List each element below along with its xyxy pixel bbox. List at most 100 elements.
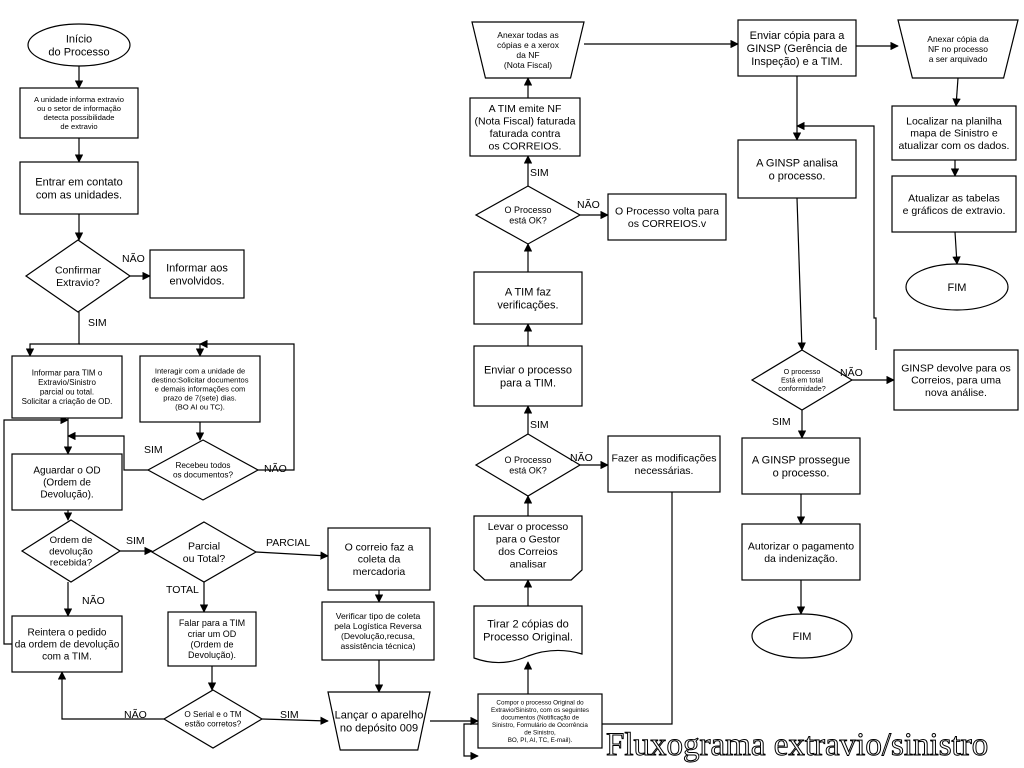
branch-label-nao: NÃO (570, 451, 593, 464)
unidade-informa-process-box (19, 87, 139, 139)
anexar-nf-manual-op-label-line: Anexar cópia da (927, 34, 989, 44)
recebeu-docs-decision (146, 439, 260, 501)
levar-processo-manual-op-label-line: para o Gestor (496, 533, 561, 545)
recebeu-docs-decision-label-line: Recebeu todos (175, 461, 230, 470)
atualizar-tabelas-process-box (891, 175, 1017, 233)
processo-ok-2-decision-label-line: está OK? (509, 215, 547, 225)
verificar-coleta-process-box-label-line: Verificar tipo de coleta (336, 611, 421, 621)
connector-arrow (463, 492, 673, 761)
enviar-ginsp-process-box-label-line: Inspeção) e a TIM. (751, 56, 843, 68)
branch-label-sim: SIM (126, 535, 145, 547)
reintera-process-box-label-line: da ordem de devolução (15, 640, 120, 651)
processo-ok-1-decision-label-line: O Processo (504, 455, 551, 465)
lancar-manual-op (327, 691, 431, 751)
verificar-coleta-process-box-label-line: assistência técnica) (341, 641, 416, 651)
compor-process-box-label-line: documentos (Notificação de (501, 714, 580, 721)
enviar-tim-process-box (473, 345, 583, 407)
ginsp-prossegue-process-box-label-line: o processo. (773, 467, 830, 479)
ginsp-prossegue-process-box-label-line: A GINSP prossegue (752, 454, 850, 466)
informar-tim-process-box-label-line: Informar para TIM o (32, 369, 103, 378)
reintera-process-box-label-line: Reintera o pedido (28, 628, 107, 639)
confirmar-extravio-decision-label-line: Extravio? (56, 277, 100, 289)
entrar-contato-process-box-label-line: Entrar em contato (35, 176, 122, 188)
anexar-copias-manual-op-label-line: (Nota Fiscal) (504, 60, 552, 70)
localizar-process-box-label-line: Localizar na planilha (906, 115, 1002, 127)
tim-emite-process-box-label-line: A TIM emite NF (489, 103, 562, 115)
fazer-modificacoes-process-box-label-line: necessárias. (635, 465, 694, 477)
interagir-process-box-label-line: e demais informações com (155, 385, 246, 394)
atualizar-tabelas-process-box-label-line: Atualizar as tabelas (908, 192, 1000, 204)
ordem-recebida-decision-label-line: recebida? (50, 558, 92, 569)
tim-emite-process-box-label-line: faturada contra (490, 128, 561, 140)
ginsp-devolve-process-box-label-line: Correios, para uma (911, 375, 1001, 387)
correio-coleta-process-box (327, 527, 431, 591)
connector-arrow (261, 716, 329, 725)
compor-process-box-label-line: Extravio/Sinistro, com os seguintes (491, 707, 589, 714)
informar-tim-process-box-label-line: parcial ou total. (40, 388, 94, 397)
reintera-process-box-label-line: com a TIM. (42, 651, 92, 662)
connector-arrow (952, 77, 961, 107)
anexar-nf-manual-op-label-line: NF no processo (928, 44, 988, 54)
ginsp-devolve-process-box (893, 349, 1019, 411)
enviar-ginsp-process-box (737, 19, 857, 77)
interagir-process-box-label-line: destino:Solicitar documentos (151, 376, 248, 385)
diagram-title: Fluxograma extravio/sinistro (606, 727, 989, 764)
volta-correios-process-box (607, 193, 727, 241)
informar-envolvidos-process-box (149, 249, 245, 299)
connector-arrow (255, 551, 329, 560)
aguardar-od-process-box (11, 453, 123, 511)
falar-tim-process-box-label-line: Devolução). (188, 650, 236, 660)
processo-ok-1-decision (474, 433, 582, 497)
branch-label-nao: NÃO (840, 366, 863, 379)
levar-processo-manual-op (473, 515, 583, 581)
correio-coleta-process-box-label-line: mercadoria (353, 566, 406, 578)
aguardar-od-process-box-label-line: Aguardar o OD (33, 466, 100, 477)
total-conformidade-decision-label-line: Está em total (781, 376, 823, 385)
serial-tm-decision (162, 689, 264, 749)
parcial-total-decision-label-line: ou Total? (183, 553, 226, 565)
reintera-process-box (11, 615, 123, 673)
connector-arrow (67, 431, 148, 471)
tim-emite-process-box-label-line: (Nota Fiscal) faturada (475, 115, 576, 127)
compor-process-box-label-line: BO, PI, AI, TC, E-mail). (508, 737, 573, 744)
connector-arrow (3, 415, 69, 645)
anexar-copias-manual-op-label-line: cópias e a xerox (497, 40, 560, 50)
branch-label-sim: SIM (88, 317, 107, 329)
falar-tim-process-box-label-line: (Ordem de (190, 639, 233, 649)
processo-ok-1-decision-label-line: está OK? (509, 465, 547, 475)
fim-2-terminal-label: FIM (948, 282, 967, 294)
informar-envolvidos-process-box-label-line: Informar aos (166, 262, 228, 274)
autorizar-process-box-label-line: da indenização. (764, 553, 838, 565)
tim-emite-process-box (469, 97, 581, 157)
confirmar-extravio-decision (24, 239, 132, 313)
enviar-ginsp-process-box-label-line: Enviar cópia para a (750, 30, 846, 42)
total-conformidade-decision-label-line: conformidade? (778, 384, 826, 393)
unidade-informa-process-box-label-line: ou o setor de informação (37, 104, 121, 113)
compor-process-box (477, 693, 603, 749)
volta-correios-process-box-label-line: O Processo volta para (615, 205, 719, 217)
lancar-manual-op-label-line: no depósito 009 (340, 722, 418, 734)
fazer-modificacoes-process-box (607, 435, 721, 493)
verificar-coleta-process-box (321, 601, 435, 661)
entrar-contato-process-box-label-line: com as unidades. (36, 189, 122, 201)
localizar-process-box-label-line: atualizar com os dados. (899, 140, 1010, 152)
